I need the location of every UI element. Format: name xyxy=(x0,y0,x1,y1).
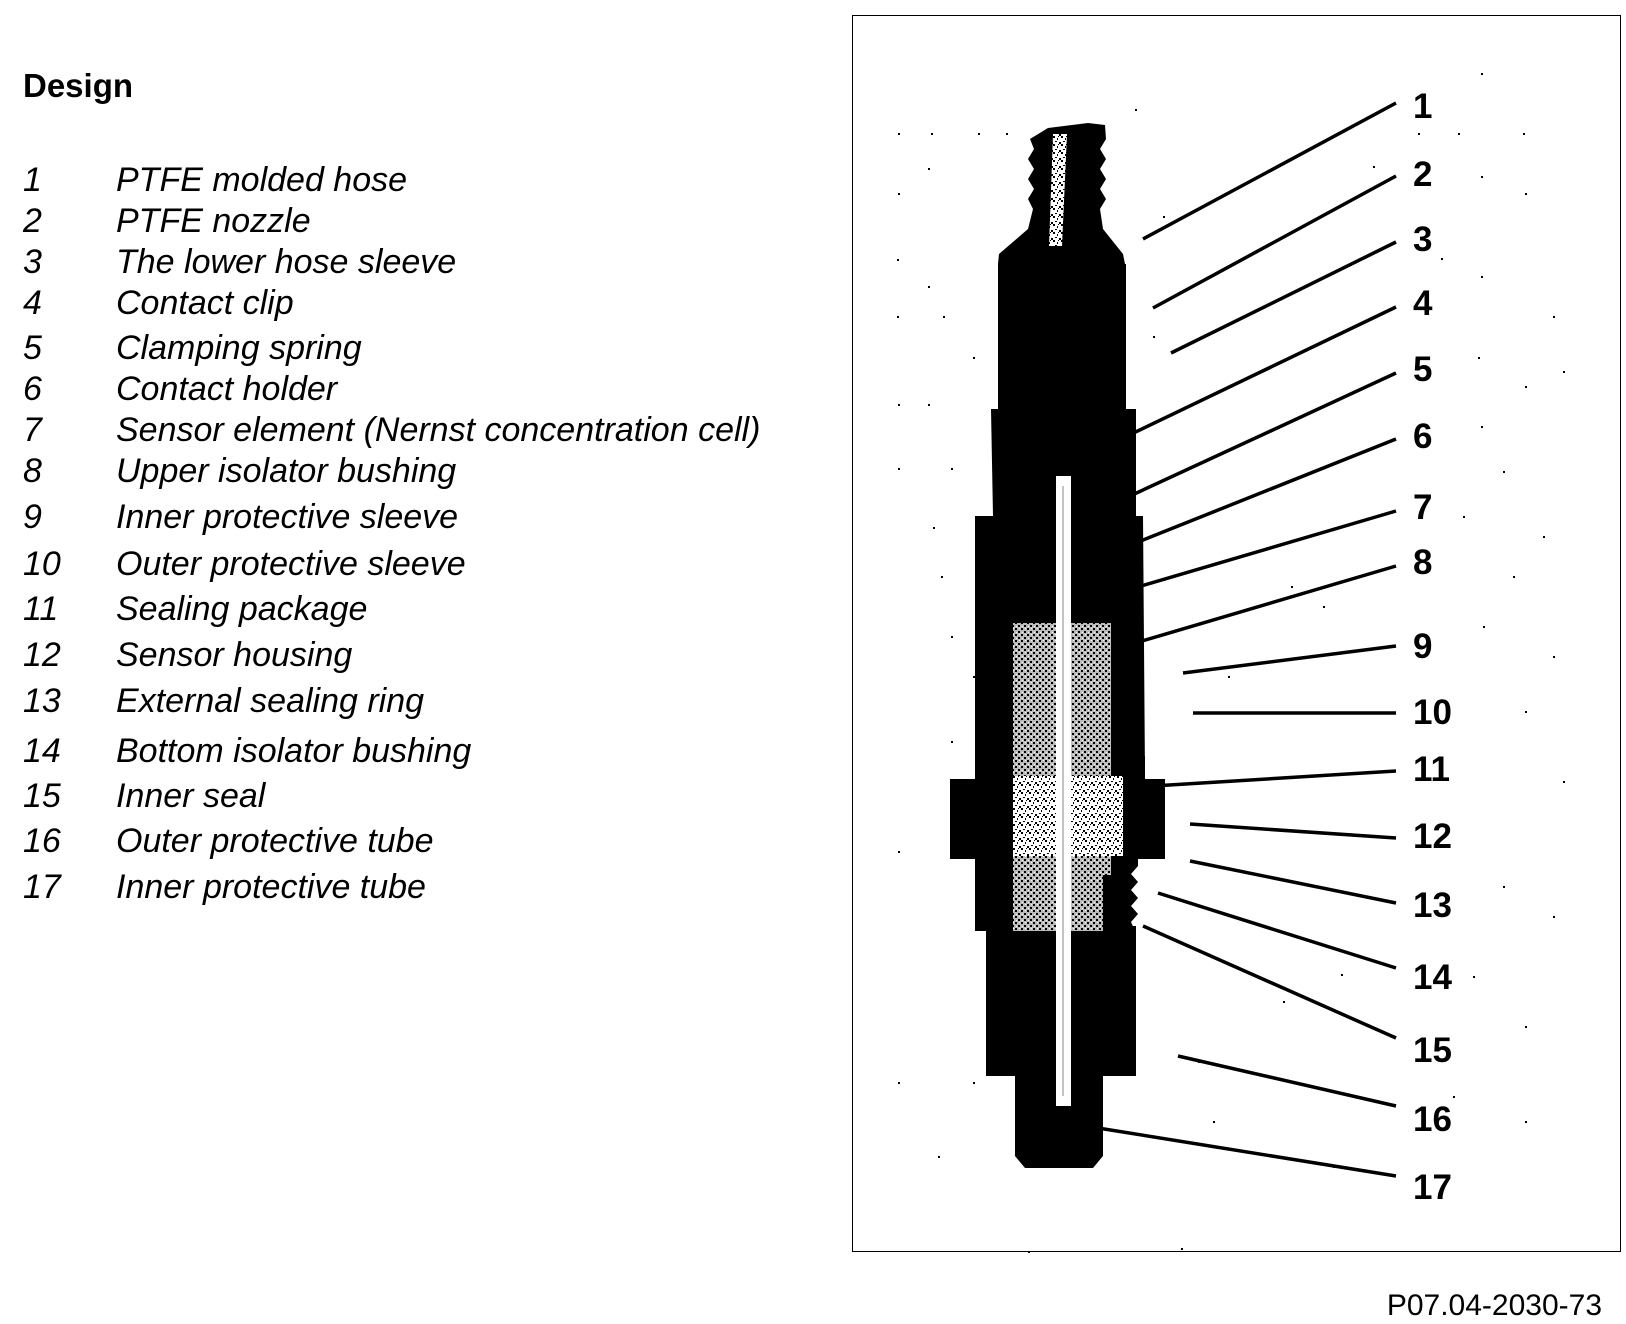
legend-label: Inner seal xyxy=(116,777,266,815)
legend-item: 7 Sensor element (Nernst concentration ce… xyxy=(23,409,823,451)
legend-label: Bottom isolator bushing xyxy=(116,732,472,770)
callout-number-1: 1 xyxy=(1413,87,1432,126)
legend-label: Sensor housing xyxy=(116,636,353,674)
callout-number-2: 2 xyxy=(1413,155,1432,194)
legend-label: PTFE molded hose xyxy=(116,161,408,199)
legend-number: 15 xyxy=(23,777,61,815)
callout-number-5: 5 xyxy=(1413,350,1432,389)
legend-number: 11 xyxy=(23,590,59,628)
leader-line-7 xyxy=(1072,509,1397,608)
callout-number-4: 4 xyxy=(1413,284,1433,323)
legend-label: External sealing ring xyxy=(116,682,425,720)
legend-label: PTFE nozzle xyxy=(116,202,311,240)
legend-item: 3 The lower hose sleeve xyxy=(23,241,823,283)
legend-item: 1 PTFE molded hose xyxy=(23,159,823,201)
callout-number-13: 13 xyxy=(1413,886,1452,925)
leader-line-8 xyxy=(1114,564,1397,651)
tip-shape xyxy=(1015,1071,1103,1168)
legend-item: 5 Clamping spring xyxy=(23,327,823,369)
legend-label: Upper isolator bushing xyxy=(116,452,457,490)
figure-code: P07.04-2030-73 xyxy=(1386,1289,1602,1322)
legend-item: 10 Outer protective sleeve xyxy=(23,543,823,585)
leader-line-3 xyxy=(1170,240,1397,355)
legend-item: 2 PTFE nozzle xyxy=(23,200,823,242)
legend-list: 1 PTFE molded hose 2 PTFE nozzle 3 The lower … xyxy=(23,0,823,950)
leader-line-6 xyxy=(1122,437,1397,550)
legend-item: 12 Sensor housing xyxy=(23,634,823,676)
leader-line-15 xyxy=(1142,924,1397,1040)
legend-label: Contact clip xyxy=(116,284,294,322)
callout-number-15: 15 xyxy=(1413,1031,1452,1070)
callout-number-14: 14 xyxy=(1413,958,1452,997)
legend-number: 17 xyxy=(23,868,61,906)
leader-line-17 xyxy=(1097,1126,1397,1178)
legend-item: 9 Inner protective sleeve xyxy=(23,496,823,538)
leader-line-5 xyxy=(1129,371,1397,498)
legend-label: Outer protective tube xyxy=(116,822,434,860)
callout-number-7: 7 xyxy=(1413,488,1432,527)
callout-number-12: 12 xyxy=(1413,817,1452,856)
leader-line-12 xyxy=(1189,822,1397,840)
callout-number-6: 6 xyxy=(1413,417,1432,456)
callout-number-9: 9 xyxy=(1413,627,1432,666)
leader-line-1 xyxy=(1142,101,1397,241)
leader-line-9 xyxy=(1182,644,1397,675)
legend-label: The lower hose sleeve xyxy=(116,243,457,281)
leader-line-13 xyxy=(1189,859,1397,905)
upper-body-shape xyxy=(998,264,1126,409)
legend-number: 13 xyxy=(23,682,61,720)
legend-item: 14 Bottom isolator bushing xyxy=(23,730,823,772)
legend-number: 7 xyxy=(23,411,42,449)
legend-number: 6 xyxy=(23,370,42,408)
callout-number-10: 10 xyxy=(1413,693,1452,732)
legend-label: Outer protective sleeve xyxy=(116,545,466,583)
leader-lines xyxy=(1072,101,1397,1178)
legend-item: 8 Upper isolator bushing xyxy=(23,450,823,492)
legend-number: 9 xyxy=(23,498,42,536)
legend-number: 3 xyxy=(23,243,42,281)
legend-item: 6 Contact holder xyxy=(23,368,823,410)
legend-number: 8 xyxy=(23,452,42,490)
legend-item: 16 Outer protective tube xyxy=(23,820,823,862)
legend-item: 17 Inner protective tube xyxy=(23,866,823,908)
legend-number: 2 xyxy=(23,202,42,240)
legend-label: Inner protective tube xyxy=(116,868,426,906)
legend-label: Contact holder xyxy=(116,370,338,408)
legend-number: 1 xyxy=(23,161,42,199)
mid-body-shape xyxy=(991,409,1136,516)
legend-item: 15 Inner seal xyxy=(23,775,823,817)
callout-number-16: 16 xyxy=(1413,1100,1452,1139)
leader-line-2 xyxy=(1152,174,1397,310)
legend-item: 13 External sealing ring xyxy=(23,680,823,722)
legend-label: Sensor element (Nernst concentration cel… xyxy=(116,411,761,449)
callout-number-3: 3 xyxy=(1413,220,1432,259)
leader-line-14 xyxy=(1157,891,1397,970)
legend-number: 14 xyxy=(23,732,61,770)
legend-number: 4 xyxy=(23,284,42,322)
legend-item: 4 Contact clip xyxy=(23,282,823,324)
leader-line-11 xyxy=(1152,769,1397,788)
legend-label: Sealing package xyxy=(116,590,368,628)
legend-item: 11 Sealing package xyxy=(23,588,823,630)
leader-line-16 xyxy=(1177,1054,1397,1108)
legend-number: 10 xyxy=(23,545,61,583)
page-title: Design xyxy=(23,67,134,104)
callout-number-17: 17 xyxy=(1413,1168,1452,1207)
legend-label: Inner protective sleeve xyxy=(116,498,459,536)
callout-number-11: 11 xyxy=(1413,750,1450,789)
leader-line-4 xyxy=(1120,305,1397,441)
legend-number: 5 xyxy=(23,329,42,367)
legend-label: Clamping spring xyxy=(116,329,362,367)
callout-number-8: 8 xyxy=(1413,543,1432,582)
legend-number: 16 xyxy=(23,822,61,860)
legend-number: 12 xyxy=(23,636,61,674)
